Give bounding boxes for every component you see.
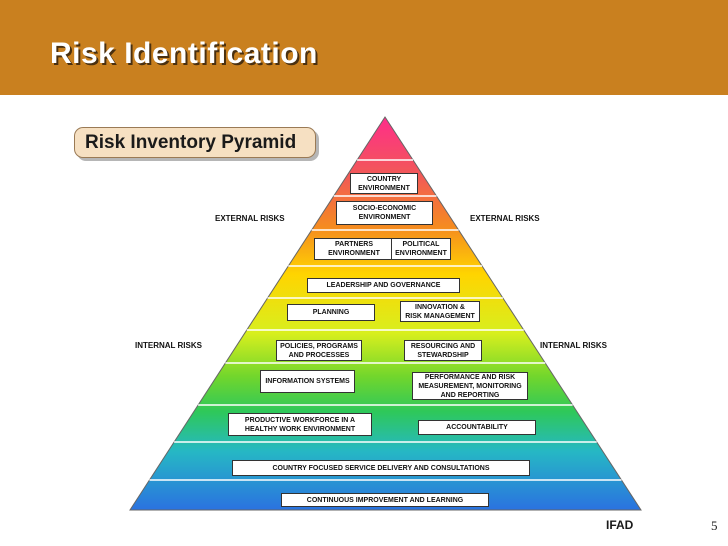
subtitle-box — [74, 127, 316, 158]
pyramid-title: Risk Inventory Pyramid — [85, 132, 297, 153]
box-continuous-improvement: CONTINUOUS IMPROVEMENT AND LEARNING — [281, 493, 489, 507]
external-risks-left-label: EXTERNAL RISKS — [215, 214, 285, 223]
box-innovation-risk-management: INNOVATION &RISK MANAGEMENT — [400, 301, 480, 322]
internal-risks-left-label: INTERNAL RISKS — [135, 341, 202, 350]
box-information-systems: INFORMATION SYSTEMS — [260, 370, 355, 393]
external-risks-right-label: EXTERNAL RISKS — [470, 214, 540, 223]
page-number: 5 — [711, 518, 718, 533]
box-planning: PLANNING — [287, 304, 375, 321]
box-country-focused-service-delivery: COUNTRY FOCUSED SERVICE DELIVERY AND CON… — [232, 460, 530, 476]
ifad-logo: IFAD — [606, 518, 634, 532]
internal-risks-right-label: INTERNAL RISKS — [540, 341, 607, 350]
box-accountability: ACCOUNTABILITY — [418, 420, 536, 435]
box-leadership-governance: LEADERSHIP AND GOVERNANCE — [307, 278, 460, 293]
title-bar — [0, 0, 728, 95]
page-title: Risk Identification — [50, 37, 318, 70]
